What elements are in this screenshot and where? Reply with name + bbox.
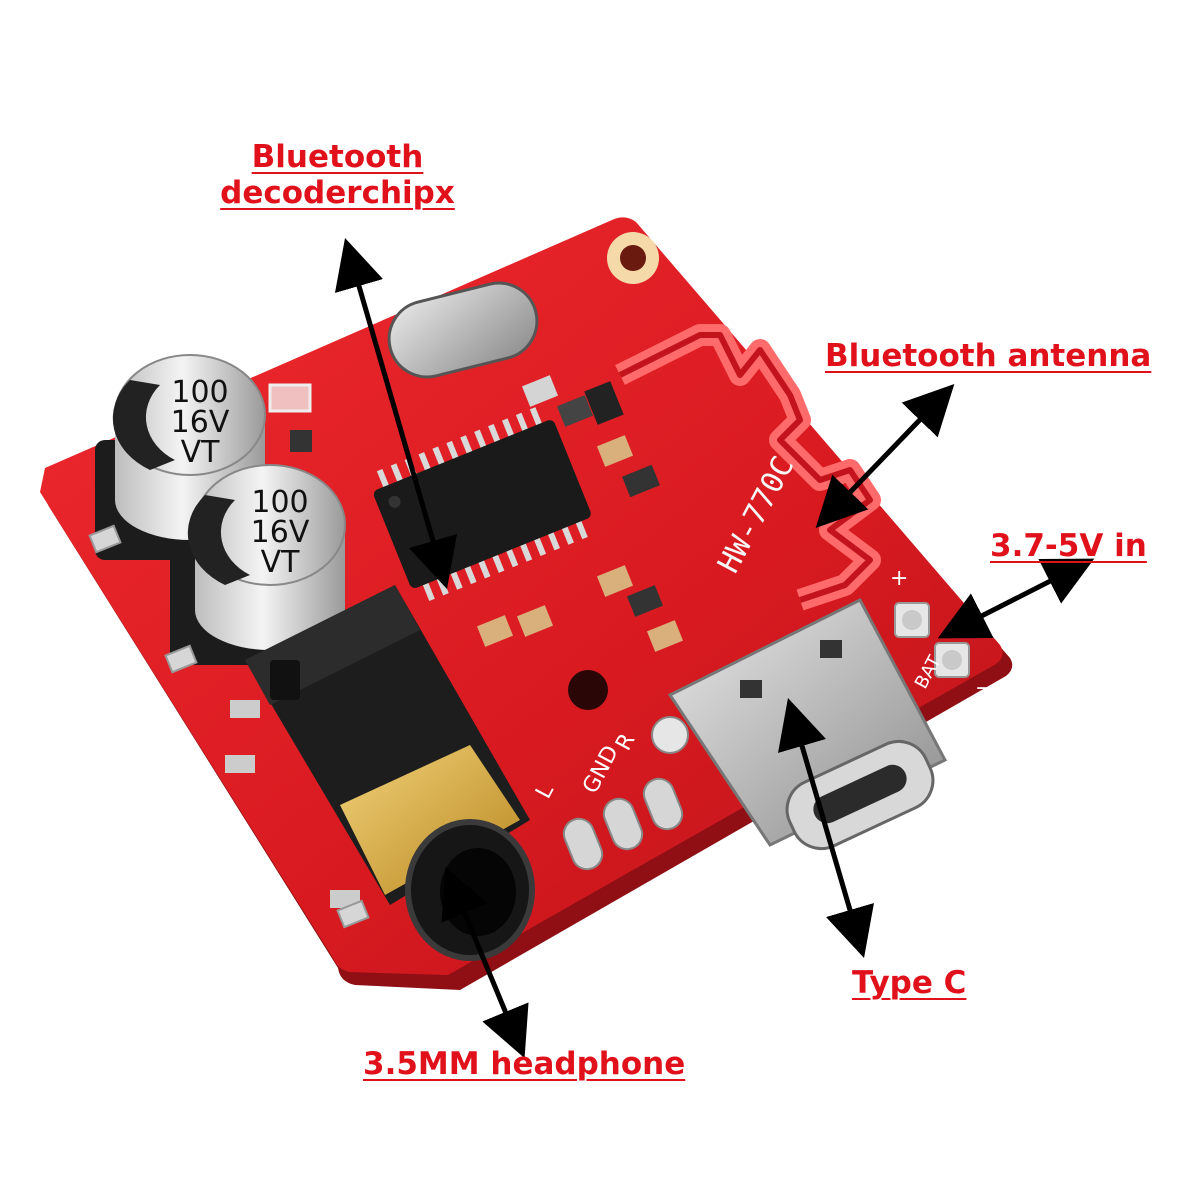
- cap2-voltage: 16V: [251, 515, 310, 550]
- cap2-series: VT: [261, 545, 301, 580]
- capacitor-2: 100 16V VT: [170, 464, 346, 665]
- cap1-series: VT: [181, 435, 221, 470]
- minus-marking: −: [975, 676, 993, 701]
- arrow-decoder: [334, 237, 458, 590]
- audio-pads: [562, 777, 684, 871]
- label-type-c: Type C: [852, 965, 967, 1001]
- cap1-voltage: 16V: [171, 405, 230, 440]
- board-hole: [568, 670, 608, 710]
- label-headphone: 3.5MM headphone: [363, 1046, 686, 1082]
- label-decoder-line2: decoderchipx: [220, 175, 455, 211]
- arrow-antenna: [815, 383, 955, 529]
- label-bluetooth-antenna: Bluetooth antenna: [825, 338, 1152, 374]
- cap1-value: 100: [171, 375, 228, 410]
- callout-arrows: [334, 237, 1095, 1059]
- arrow-power: [937, 558, 1095, 639]
- cap2-value: 100: [251, 485, 308, 520]
- plus-marking: +: [890, 566, 908, 591]
- label-decoder-chip: Bluetooth decoderchipx: [210, 139, 465, 211]
- label-decoder-line1: Bluetooth: [251, 139, 424, 175]
- arrow-type-c: [778, 698, 874, 958]
- edge-pads: [88, 524, 370, 929]
- label-power-input: 3.7-5V in: [990, 528, 1147, 564]
- smd-components: [268, 375, 684, 652]
- arrow-headphone: [441, 866, 529, 1059]
